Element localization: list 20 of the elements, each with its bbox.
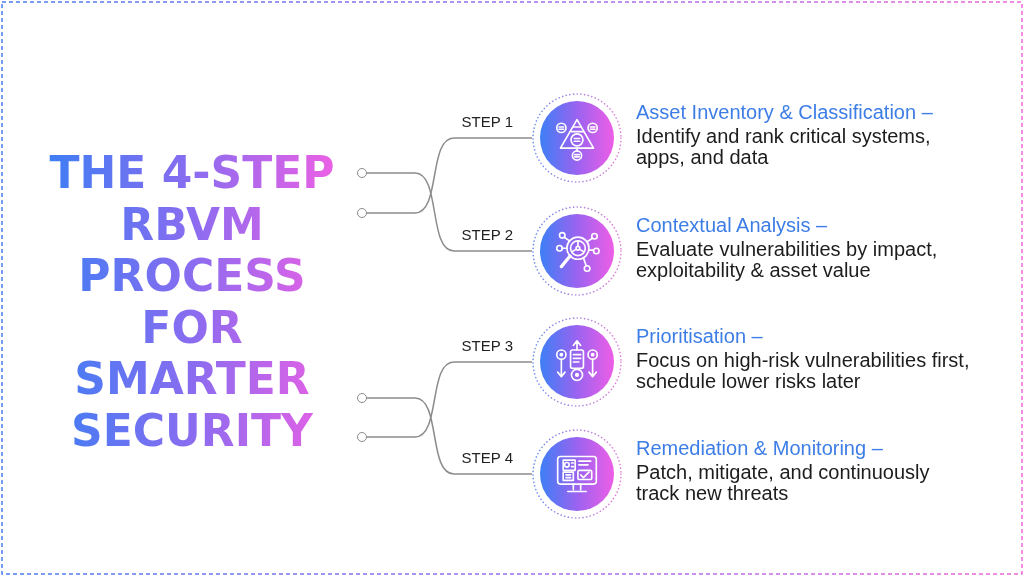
connector-dot [357, 393, 367, 403]
connector-line [366, 137, 533, 214]
step-description: Evaluate vulnerabilities by impact, exploitability & asset value [636, 239, 939, 281]
connector-line [366, 361, 533, 438]
step-description: Identify and rank critical systems, apps, and data [636, 126, 932, 168]
step-heading: Remediation & Monitoring – [636, 436, 883, 460]
connector-dot [357, 432, 367, 442]
icon-circle [532, 317, 622, 407]
icon-circle [532, 429, 622, 519]
connector-dot [357, 208, 367, 218]
icon-circle [532, 206, 622, 296]
step-description: Patch, mitigate, and continuously track new threats [636, 462, 931, 504]
step-description: Focus on high-risk vulnerabilities first, schedule lower risks later [636, 350, 971, 392]
step-heading: Contextual Analysis – [636, 213, 828, 237]
step-heading: Asset Inventory & Classification – [636, 100, 933, 124]
connector-dot [357, 168, 367, 178]
icon-circle [532, 93, 622, 183]
connector-line [366, 397, 533, 475]
step-heading: Prioritisation – [636, 324, 763, 348]
connector-line [366, 172, 533, 252]
